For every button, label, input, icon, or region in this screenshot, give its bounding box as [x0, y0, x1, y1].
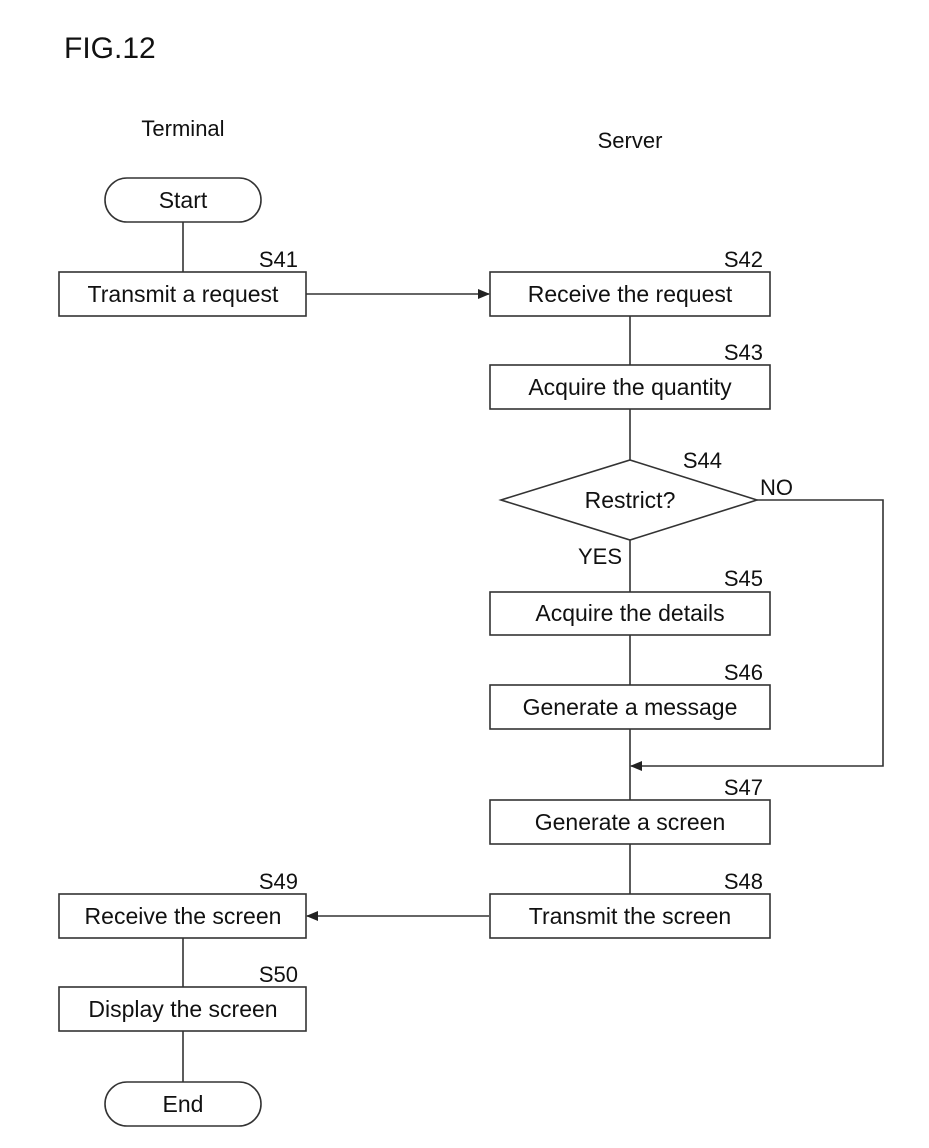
step-s42: S42 Receive the request — [490, 247, 770, 316]
end-label: End — [163, 1091, 204, 1117]
step-s42-label: Receive the request — [528, 281, 733, 307]
decision-no-label: NO — [760, 475, 793, 500]
step-s46-number: S46 — [724, 660, 763, 685]
step-s42-number: S42 — [724, 247, 763, 272]
step-s44-number: S44 — [683, 448, 722, 473]
start-terminator: Start — [105, 178, 261, 222]
step-s41-number: S41 — [259, 247, 298, 272]
server-column-label: Server — [598, 128, 663, 153]
step-s41-label: Transmit a request — [88, 281, 279, 307]
step-s50-label: Display the screen — [88, 996, 277, 1022]
step-s46-label: Generate a message — [523, 694, 738, 720]
step-s47-number: S47 — [724, 775, 763, 800]
step-s49-label: Receive the screen — [85, 903, 282, 929]
end-terminator: End — [105, 1082, 261, 1126]
step-s48-number: S48 — [724, 869, 763, 894]
terminal-column-label: Terminal — [141, 116, 224, 141]
step-s45-label: Acquire the details — [535, 600, 724, 626]
step-s47-label: Generate a screen — [535, 809, 726, 835]
step-s48-label: Transmit the screen — [529, 903, 731, 929]
start-label: Start — [159, 187, 208, 213]
decision-s44: S44 Restrict? NO YES — [501, 448, 793, 569]
step-s43-number: S43 — [724, 340, 763, 365]
figure-label: FIG.12 — [64, 32, 156, 65]
decision-yes-label: YES — [578, 544, 622, 569]
step-s49: S49 Receive the screen — [59, 869, 306, 938]
step-s49-number: S49 — [259, 869, 298, 894]
step-s45-number: S45 — [724, 566, 763, 591]
decision-s44-label: Restrict? — [585, 487, 676, 513]
step-s50-number: S50 — [259, 962, 298, 987]
step-s43-label: Acquire the quantity — [528, 374, 732, 400]
